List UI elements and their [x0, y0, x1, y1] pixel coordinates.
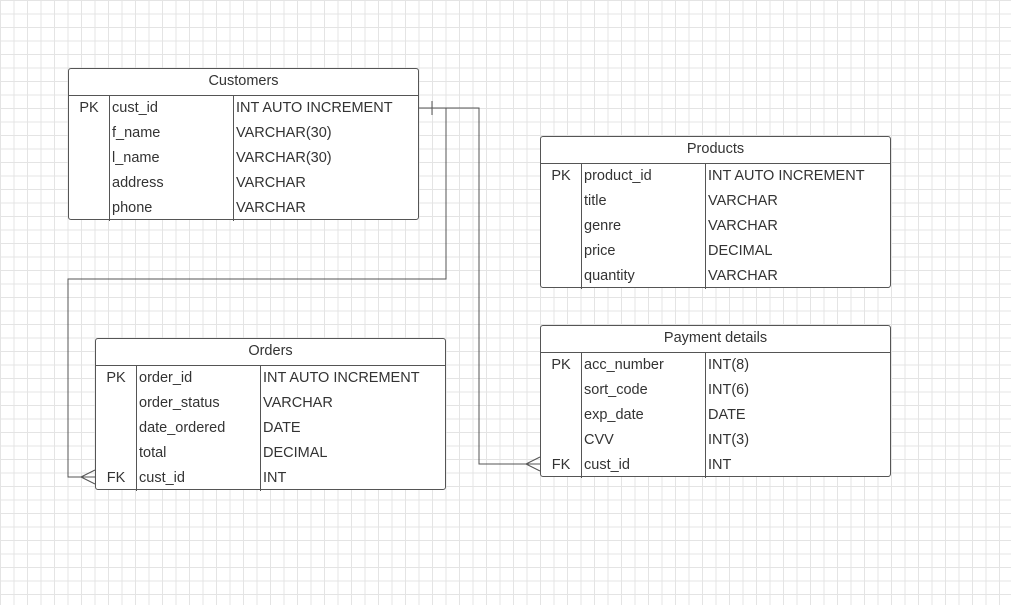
entity-products[interactable]: Products PK product_id INT AUTO INCREMENT t… — [540, 136, 891, 289]
table-row[interactable]: title VARCHAR — [541, 189, 890, 214]
table-row[interactable]: FK cust_id INT — [541, 453, 890, 478]
key-cell: PK — [551, 168, 571, 184]
key-cell — [541, 264, 581, 289]
key-cell — [541, 189, 581, 214]
column-type: VARCHAR(30) — [236, 125, 332, 141]
column-type: VARCHAR(30) — [236, 150, 332, 166]
entity-title: Products — [541, 137, 890, 164]
key-cell: FK — [551, 457, 571, 473]
entity-payment-details[interactable]: Payment details PK acc_number INT(8) sort_c… — [540, 325, 891, 478]
column-name: acc_number — [584, 357, 664, 373]
column-type: DATE — [708, 407, 746, 423]
column-type: VARCHAR — [708, 218, 778, 234]
column-type: VARCHAR — [263, 395, 333, 411]
table-row[interactable]: PK product_id INT AUTO INCREMENT — [541, 164, 890, 189]
table-row[interactable]: quantity VARCHAR — [541, 264, 890, 289]
column-type: DECIMAL — [708, 243, 773, 259]
column-name: address — [112, 175, 164, 191]
table-row[interactable]: PK order_id INT AUTO INCREMENT — [96, 366, 445, 391]
column-type: INT AUTO INCREMENT — [263, 370, 420, 386]
key-cell: FK — [106, 470, 126, 486]
column-name: sort_code — [584, 382, 648, 398]
column-name: price — [584, 243, 616, 259]
column-type: VARCHAR — [236, 200, 306, 216]
column-type: VARCHAR — [708, 193, 778, 209]
column-name: cust_id — [139, 470, 185, 486]
key-cell — [96, 416, 136, 441]
entity-customers[interactable]: Customers PK cust_id INT AUTO INCREMENT f_n… — [68, 68, 419, 221]
column-name: exp_date — [584, 407, 644, 423]
table-row[interactable]: sort_code INT(6) — [541, 378, 890, 403]
column-name: l_name — [112, 150, 160, 166]
entity-title: Payment details — [541, 326, 890, 353]
column-type: INT — [708, 457, 732, 473]
column-name: cust_id — [584, 457, 630, 473]
entity-orders[interactable]: Orders PK order_id INT AUTO INCREMENT order… — [95, 338, 446, 491]
key-cell — [96, 441, 136, 466]
column-name: f_name — [112, 125, 161, 141]
table-row[interactable]: PK cust_id INT AUTO INCREMENT — [69, 96, 418, 121]
table-row[interactable]: order_status VARCHAR — [96, 391, 445, 416]
column-name: CVV — [584, 432, 614, 448]
column-name: total — [139, 445, 167, 461]
column-name: genre — [584, 218, 622, 234]
column-type: VARCHAR — [236, 175, 306, 191]
column-name: date_ordered — [139, 420, 226, 436]
column-name: order_status — [139, 395, 220, 411]
table-row[interactable]: l_name VARCHAR(30) — [69, 146, 418, 171]
column-name: phone — [112, 200, 153, 216]
crows-foot-payment — [525, 456, 541, 472]
column-type: INT AUTO INCREMENT — [236, 100, 393, 116]
column-name: product_id — [584, 168, 652, 184]
column-type: DATE — [263, 420, 301, 436]
key-cell: PK — [79, 100, 99, 116]
column-type: INT(6) — [708, 382, 750, 398]
table-row[interactable]: exp_date DATE — [541, 403, 890, 428]
entity-rows: PK order_id INT AUTO INCREMENT order_status… — [96, 366, 445, 491]
column-name: quantity — [584, 268, 635, 284]
column-type: DECIMAL — [263, 445, 328, 461]
table-row[interactable]: price DECIMAL — [541, 239, 890, 264]
table-row[interactable]: phone VARCHAR — [69, 196, 418, 221]
key-cell — [69, 121, 109, 146]
table-row[interactable]: date_ordered DATE — [96, 416, 445, 441]
table-row[interactable]: total DECIMAL — [96, 441, 445, 466]
table-row[interactable]: f_name VARCHAR(30) — [69, 121, 418, 146]
entity-title: Orders — [96, 339, 445, 366]
column-type: INT — [263, 470, 287, 486]
key-cell — [541, 428, 581, 453]
key-cell — [69, 171, 109, 196]
column-name: order_id — [139, 370, 193, 386]
column-name: cust_id — [112, 100, 158, 116]
key-cell — [541, 239, 581, 264]
key-cell — [96, 391, 136, 416]
key-cell: PK — [551, 357, 571, 373]
table-row[interactable]: genre VARCHAR — [541, 214, 890, 239]
column-name: title — [584, 193, 607, 209]
key-cell — [69, 196, 109, 221]
key-cell — [541, 403, 581, 428]
table-row[interactable]: PK acc_number INT(8) — [541, 353, 890, 378]
column-type: INT(8) — [708, 357, 750, 373]
table-row[interactable]: CVV INT(3) — [541, 428, 890, 453]
table-row[interactable]: FK cust_id INT — [96, 466, 445, 491]
key-cell: PK — [106, 370, 126, 386]
column-type: INT(3) — [708, 432, 750, 448]
column-type: INT AUTO INCREMENT — [708, 168, 865, 184]
key-cell — [541, 378, 581, 403]
key-cell — [69, 146, 109, 171]
crows-foot-orders — [80, 469, 96, 485]
entity-rows: PK acc_number INT(8) sort_code INT(6) exp_dat… — [541, 353, 890, 478]
column-type: VARCHAR — [708, 268, 778, 284]
table-row[interactable]: address VARCHAR — [69, 171, 418, 196]
key-cell — [541, 214, 581, 239]
entity-title: Customers — [69, 69, 418, 96]
